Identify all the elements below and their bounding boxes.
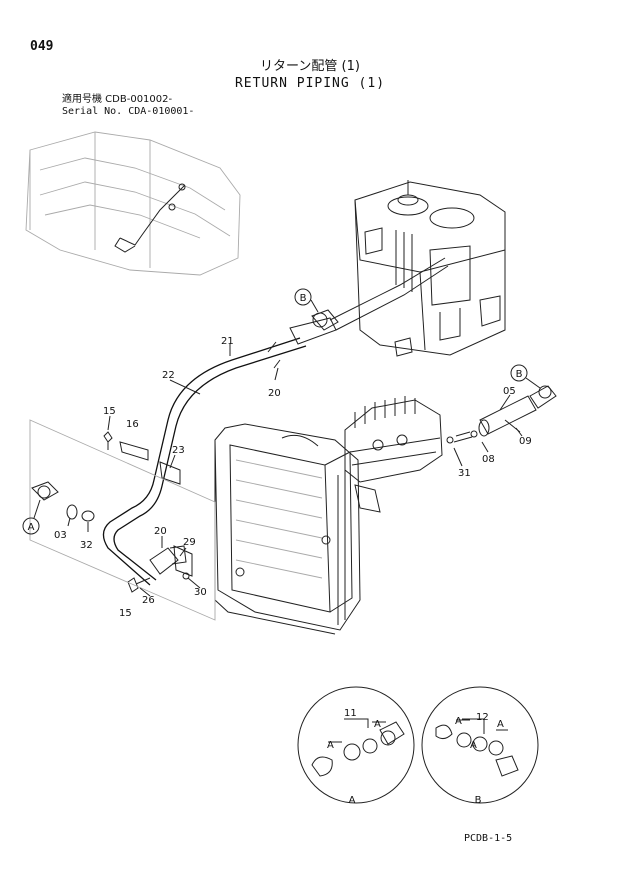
- detail-b-inner-label-1: A: [455, 716, 462, 727]
- callout-20-upper: 20: [268, 388, 281, 399]
- detail-b-circle: [421, 686, 539, 804]
- ref-marker-b-top-label: B: [300, 293, 307, 304]
- callout-09: 09: [519, 436, 532, 447]
- callout-15-lower: 15: [119, 608, 132, 619]
- title-japanese: リターン配管 (1): [260, 59, 360, 74]
- callout-26: 26: [142, 595, 155, 606]
- callout-03: 03: [54, 530, 67, 541]
- clamp-a-assembly: [31, 431, 193, 593]
- detail-b-caption: B: [475, 795, 482, 806]
- ref-marker-b-right-label: B: [516, 369, 523, 380]
- callout-11: 11: [344, 708, 357, 719]
- return-pipe-22: [102, 317, 337, 586]
- detail-a-inner-label-1: A: [327, 740, 334, 751]
- ref-marker-b-top: B: [294, 288, 319, 313]
- callout-22: 22: [162, 370, 175, 381]
- page-number: 049: [30, 39, 54, 54]
- leader-lines: [67, 344, 523, 734]
- callout-29: 29: [183, 537, 196, 548]
- ref-marker-b-right: B: [510, 364, 541, 389]
- detail-b-inner-label-2: A: [470, 740, 477, 751]
- tank-hose-upper: [311, 257, 449, 331]
- hydraulic-tank: [354, 180, 506, 357]
- serial-line-english: Serial No. CDA-010001-: [62, 106, 195, 117]
- ref-marker-a-left-label: A: [28, 522, 35, 533]
- detail-a-caption: A: [349, 795, 356, 806]
- callout-08: 08: [482, 454, 495, 465]
- title-english: RETURN PIPING (1): [234, 76, 386, 91]
- callout-30: 30: [194, 587, 207, 598]
- plate-outline: [29, 419, 216, 621]
- serial-line-japanese: 適用号機 CDB-001002-: [62, 94, 173, 105]
- detail-b-inner-label-3: A: [497, 719, 504, 730]
- callout-21: 21: [221, 336, 234, 347]
- machine-body-ghost: [25, 131, 241, 276]
- callout-32: 32: [80, 540, 93, 551]
- callout-05: 05: [503, 386, 516, 397]
- callout-20-lower: 20: [154, 526, 167, 537]
- detail-a-inner-label-2: A: [374, 719, 381, 730]
- callout-15-upper: 15: [103, 406, 116, 417]
- figure-code: PCDB-1-5: [464, 833, 513, 844]
- oil-cooler: [214, 423, 361, 635]
- callout-16: 16: [126, 419, 139, 430]
- hose-05: [446, 385, 557, 444]
- ref-marker-a-left: A: [22, 499, 41, 535]
- callout-31: 31: [458, 468, 471, 479]
- callout-23: 23: [172, 445, 185, 456]
- control-valve: [344, 396, 443, 513]
- callout-12: 12: [476, 712, 489, 723]
- detail-a-circle: [297, 686, 415, 804]
